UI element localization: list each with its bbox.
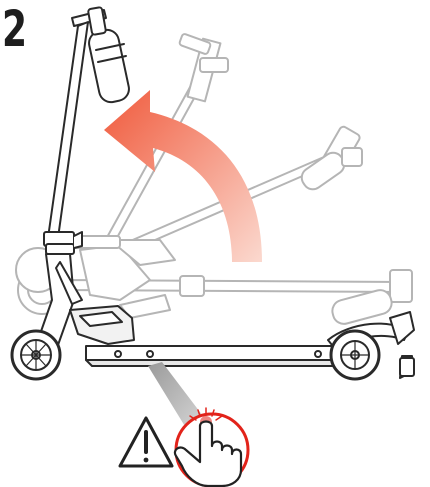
scooter-main <box>10 6 415 381</box>
fold-direction-arrow <box>104 90 262 262</box>
handlebar-grip <box>88 28 130 104</box>
callout-pointer <box>148 362 206 428</box>
warning-triangle-icon <box>118 416 174 468</box>
deck <box>85 345 341 361</box>
pointing-hand-icon <box>173 407 250 487</box>
step-number: 2 <box>2 0 28 58</box>
steering-stem <box>47 21 89 239</box>
